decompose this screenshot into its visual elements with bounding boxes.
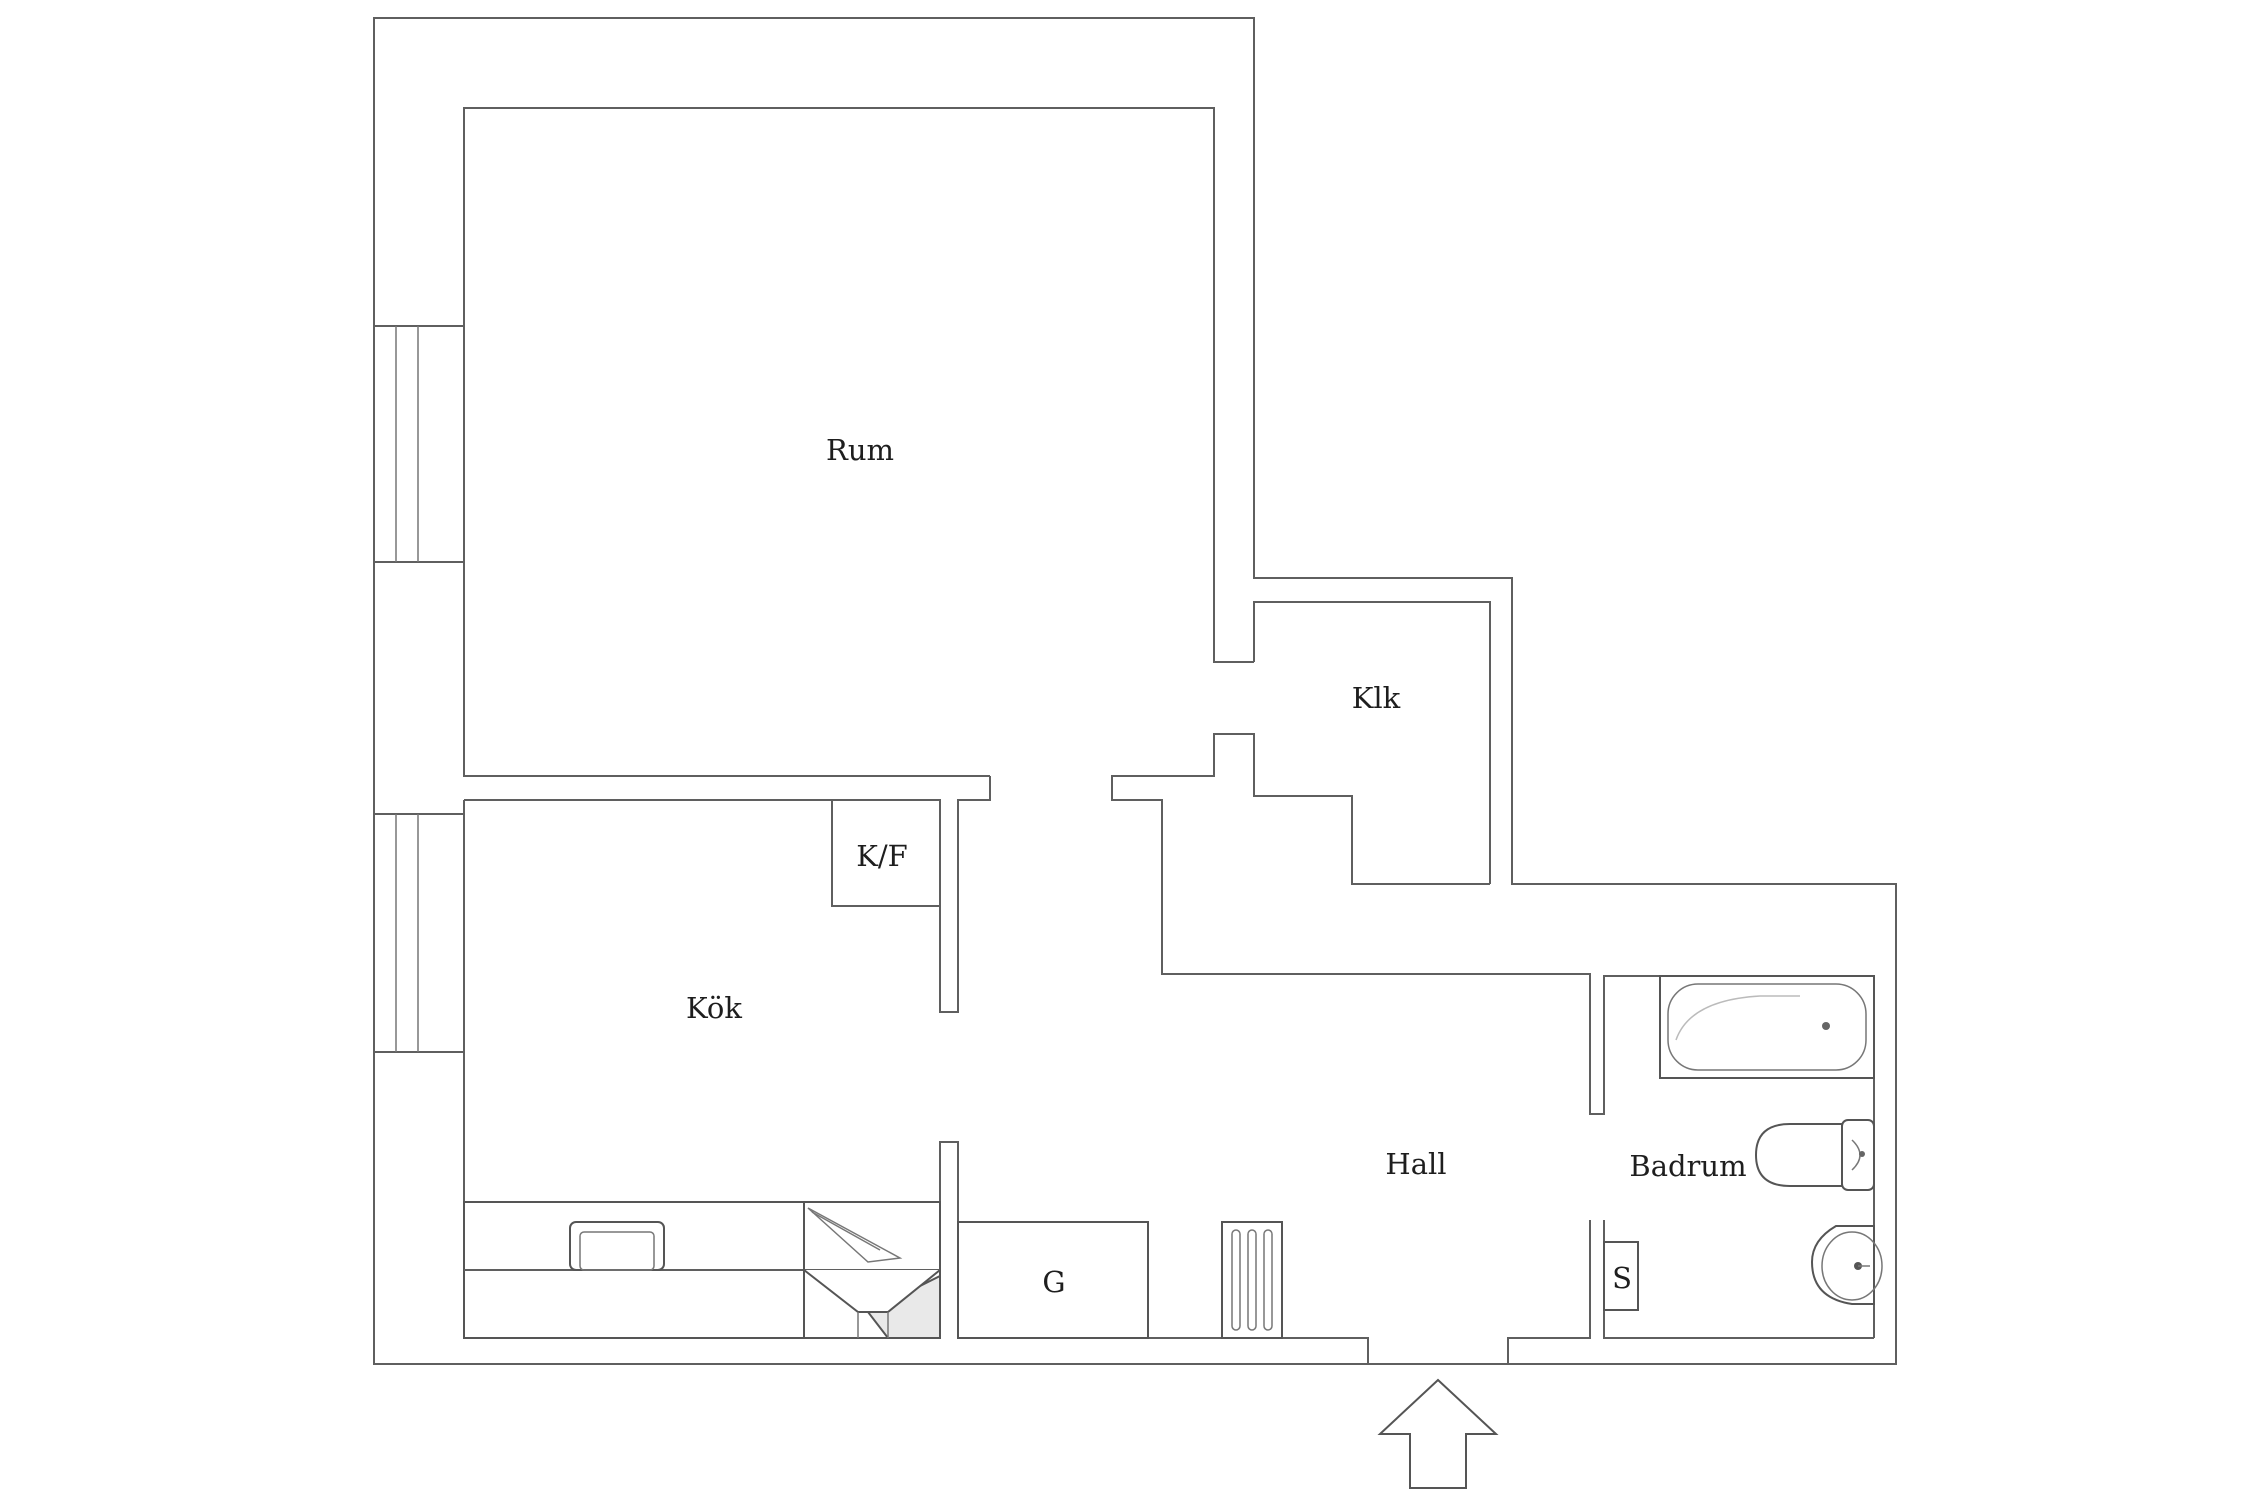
label-kok: Kök — [686, 991, 742, 1025]
label-hall: Hall — [1385, 1147, 1446, 1181]
label-g: G — [1042, 1265, 1065, 1299]
wall-kitchen-top — [464, 776, 991, 1013]
label-klk: Klk — [1352, 681, 1401, 715]
window-rum — [374, 325, 464, 563]
unit-g — [957, 1221, 1149, 1339]
wall-bathroom-lower — [1507, 1220, 1591, 1364]
radiator-icon — [1221, 1221, 1283, 1339]
label-badrum: Badrum — [1629, 1149, 1746, 1183]
stove-icon — [803, 1201, 941, 1339]
entrance-arrow-icon — [1377, 1378, 1499, 1489]
label-rum: Rum — [826, 433, 894, 467]
room-rum-outline — [463, 107, 1254, 777]
outer-wall — [373, 17, 1897, 1365]
window-kok — [374, 800, 465, 1053]
closet-kf — [831, 800, 940, 907]
kitchen-sink-icon — [569, 1221, 665, 1271]
cabinet-s — [1603, 1241, 1639, 1311]
washbasin-icon — [1810, 1225, 1883, 1305]
label-s: S — [1612, 1261, 1632, 1295]
toilet-icon — [1754, 1119, 1875, 1191]
bathtub-icon — [1659, 975, 1875, 1079]
wall-klk-step — [1111, 733, 1875, 1338]
room-klk-outline — [1253, 601, 1491, 884]
label-kf: K/F — [856, 839, 908, 873]
